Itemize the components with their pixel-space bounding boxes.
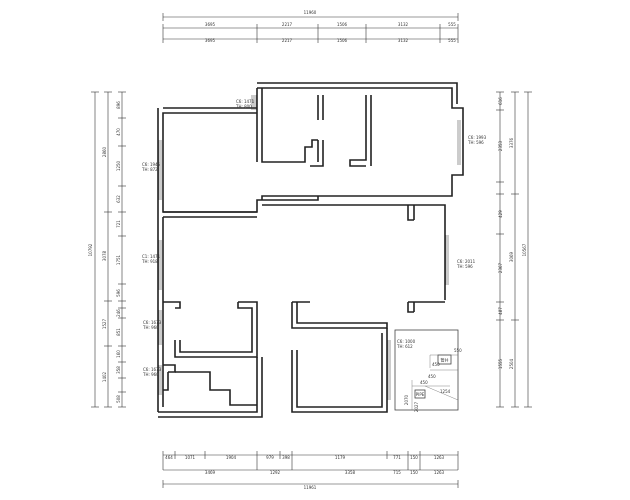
right-dim-b6: 1555 <box>498 358 503 369</box>
top-dim-5: 555 <box>448 22 456 27</box>
right-dimension-chain: 616 2353 429 2367 487 1555 3376 3069 250… <box>496 91 532 408</box>
left-dim-b13: 508 <box>116 395 121 403</box>
top-dim-3: 1506 <box>337 22 348 27</box>
walls <box>157 82 464 418</box>
pipe-dim: 2027 <box>414 401 419 412</box>
window-label-sub: TH: 596 <box>456 264 473 269</box>
bottom-dim-b3: 3358 <box>345 470 356 475</box>
pipe-dim: 450 <box>432 362 440 367</box>
top-dim-b1: 3695 <box>205 38 216 43</box>
pipe-dim: 550 <box>454 348 462 353</box>
left-dim-b11: 160 <box>116 350 121 358</box>
top-dim-4: 3132 <box>398 22 409 27</box>
bottom-dim-b6: 1263 <box>434 470 445 475</box>
right-dim-b2: 2353 <box>498 140 503 151</box>
window-label-sub: TH: 612 <box>396 344 413 349</box>
top-dim-b4: 3132 <box>398 38 409 43</box>
pipe-sub-label: PIPE <box>416 392 425 397</box>
left-dim-b3: 1250 <box>116 160 121 171</box>
left-dim-b1: 896 <box>116 101 121 109</box>
pipe-dim: 450 <box>428 374 436 379</box>
bottom-dim-7: 771 <box>393 455 401 460</box>
bottom-dim-2: 1071 <box>185 455 196 460</box>
pipe-detail: 管井 PIPE 550 450 1254 450 450 2070 2027 <box>404 348 462 412</box>
bottom-dim-3: 1904 <box>226 455 237 460</box>
bottom-dim-8: 150 <box>410 455 418 460</box>
right-dim-a1: 3376 <box>509 137 514 148</box>
left-total-dim: 10792 <box>88 243 93 256</box>
bottom-dim-1: 464 <box>165 455 173 460</box>
bottom-dimension-chain: 464 1071 1904 979 398 1179 771 150 1263 … <box>162 451 459 490</box>
pipe-dim: 2070 <box>404 394 409 405</box>
window-label-sub: TH: 960 <box>142 325 159 330</box>
window-label-sub: TH: 800 <box>235 104 252 109</box>
window-labels: C6: 1471 TH: 800 C6: 1945 TH: 872 C1: 14… <box>141 99 487 377</box>
right-dim-b4: 2367 <box>498 262 503 273</box>
right-dim-a3: 2504 <box>509 358 514 369</box>
left-dimension-chain: 10792 2860 3078 1527 1402 <box>88 91 126 408</box>
left-dim-b10: 851 <box>116 328 121 336</box>
window-label-sub: TH: 596 <box>467 140 484 145</box>
top-dim-b2: 2217 <box>282 38 293 43</box>
top-dim-b5: 555 <box>448 38 456 43</box>
left-dim-b4: 632 <box>116 195 121 203</box>
window-label-code: C1: 1471 <box>142 254 161 259</box>
window-label-sub: TH: 960 <box>142 372 159 377</box>
left-dim-b7: 596 <box>116 289 121 297</box>
top-total-dim: 11960 <box>304 10 317 15</box>
left-dim-b9: 246 <box>116 309 121 317</box>
pipe-dim: 1254 <box>440 389 451 394</box>
windows <box>158 95 461 400</box>
bottom-dim-b2: 1292 <box>270 470 281 475</box>
window-label-code: C6: 2011 <box>457 259 476 264</box>
left-dim-b12: 358 <box>116 366 121 374</box>
bottom-dim-6: 1179 <box>335 455 346 460</box>
window-label-code: C6: 1000 <box>397 339 416 344</box>
left-dim-a3: 1527 <box>102 318 107 329</box>
pipe-box-label: 管井 <box>441 357 449 363</box>
window-label-sub: TH: 918 <box>141 259 158 264</box>
bottom-dim-9: 1263 <box>434 455 445 460</box>
bottom-total-dim: 11961 <box>304 485 317 490</box>
bottom-dim-b4: 715 <box>393 470 401 475</box>
top-dimension-chain: 11960 3695 2217 1506 3132 555 3695 2217 … <box>162 10 459 43</box>
left-dim-b5: 721 <box>116 220 121 228</box>
left-dim-a1: 2860 <box>102 146 107 157</box>
right-dim-b5: 487 <box>498 307 503 315</box>
pipe-dim: 450 <box>420 380 428 385</box>
right-dim-a2: 3069 <box>509 251 514 262</box>
bottom-dim-b1: 3469 <box>205 470 216 475</box>
window-label-code: C6: 1993 <box>468 135 487 140</box>
window-label-code: C6: 1945 <box>142 162 161 167</box>
top-dim-2: 2217 <box>282 22 293 27</box>
left-dim-a4: 1402 <box>102 371 107 382</box>
bottom-dim-5: 398 <box>282 455 290 460</box>
window-label-code: C6: 1471 <box>236 99 255 104</box>
left-dim-b6: 1751 <box>116 254 121 265</box>
window-label-code: C6: 1673 <box>143 367 162 372</box>
bottom-dim-4: 979 <box>266 455 274 460</box>
window-label-code: C6: 1673 <box>143 320 162 325</box>
window-label-sub: TH: 872 <box>141 167 158 172</box>
top-dim-b3: 1506 <box>337 38 348 43</box>
right-total-dim: 10567 <box>522 243 527 256</box>
left-dim-a2: 3078 <box>102 250 107 261</box>
left-dim-b2: 470 <box>116 128 121 136</box>
bottom-dim-b5: 150 <box>410 470 418 475</box>
right-dim-b3: 429 <box>498 210 503 218</box>
top-dim-1: 3695 <box>205 22 216 27</box>
right-dim-b1: 616 <box>498 97 503 105</box>
